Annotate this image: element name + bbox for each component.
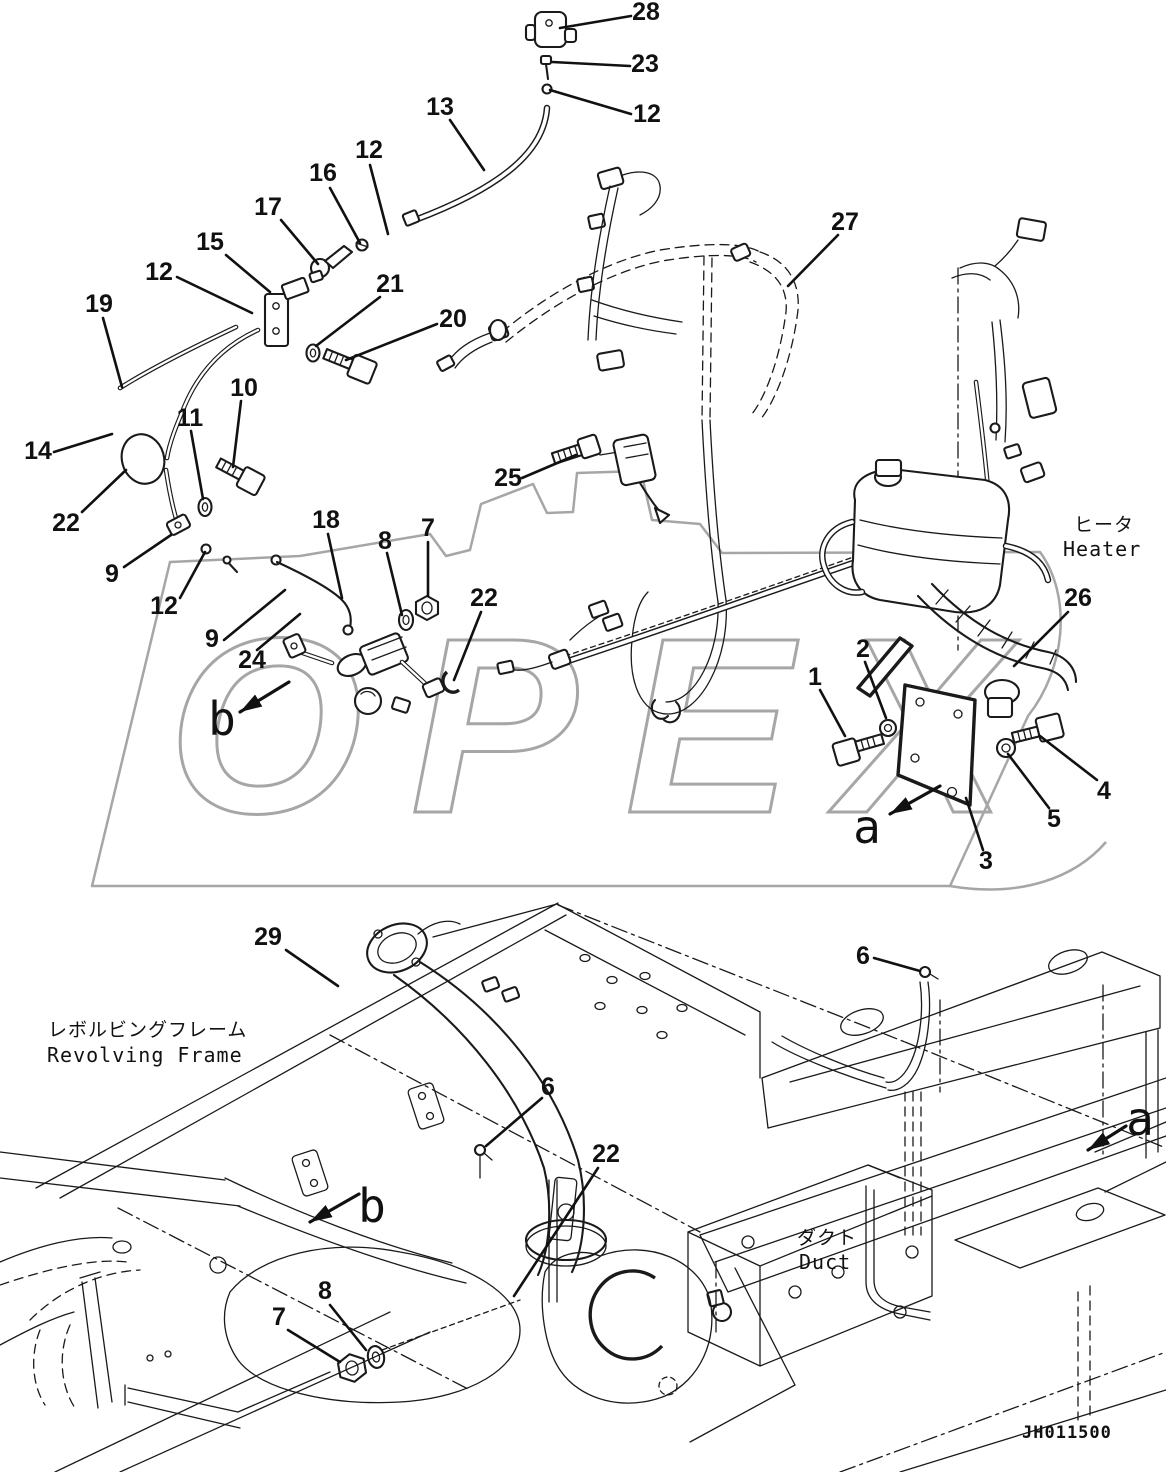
callout-26: 26 [1064, 584, 1092, 612]
callout-18: 18 [312, 506, 340, 534]
leader-lines [52, 14, 1099, 1364]
revolving-frame-label-jp: レボルビングフレーム [48, 1019, 247, 1041]
view-a-label-top: a [853, 800, 881, 854]
bracket-3-assembly [831, 636, 1065, 807]
callout-22-1: 22 [52, 509, 80, 537]
callout-29: 29 [254, 923, 282, 951]
callout-22-3: 22 [592, 1140, 620, 1168]
heater-unit [819, 458, 1078, 719]
callout-8-2: 8 [318, 1277, 332, 1305]
view-b-label-top: b [208, 692, 236, 746]
callout-20: 20 [439, 305, 467, 333]
duct-label-jp: ダクト [797, 1227, 857, 1249]
callout-3: 3 [979, 847, 993, 875]
clip-6-right [771, 965, 939, 1236]
callout-15: 15 [196, 228, 224, 256]
callout-28: 28 [632, 0, 660, 26]
callout-22-2: 22 [470, 584, 498, 612]
heater-label-en: Heater [1063, 537, 1141, 561]
switch-18-24-group [270, 554, 461, 716]
view-b-arrow-bottom [308, 1192, 361, 1224]
opex-watermark: OPEX [90, 469, 1107, 891]
duct-box [658, 1164, 1166, 1443]
callout-16: 16 [309, 159, 337, 187]
callout-13: 13 [426, 93, 454, 121]
view-a-arrow [888, 784, 942, 816]
view-b-label-bottom: b [358, 1179, 386, 1233]
frame-corner-left [0, 1082, 445, 1472]
duct-29 [366, 920, 713, 1404]
callout-12-4: 12 [150, 592, 178, 620]
callout-12-2: 12 [355, 136, 383, 164]
callout-23: 23 [631, 50, 659, 78]
harness-27-group [436, 166, 799, 724]
drawing-number: JH011500 [1022, 1423, 1112, 1443]
callout-7-2: 7 [272, 1303, 286, 1331]
watermark-text: OPEX [168, 586, 1055, 865]
callout-5: 5 [1047, 805, 1061, 833]
heater-label-jp: ヒータ [1074, 514, 1134, 536]
view-b-arrow [238, 680, 291, 714]
hose-13-group [401, 10, 578, 227]
callout-14: 14 [24, 437, 52, 465]
callout-4: 4 [1097, 777, 1111, 805]
revolving-frame [0, 902, 1166, 1472]
callout-19: 19 [85, 290, 113, 318]
callout-27: 27 [831, 208, 859, 236]
revolving-frame-label-en: Revolving Frame [47, 1043, 243, 1067]
view-arrows [238, 680, 1128, 1224]
duct-label-en: Duct [799, 1250, 851, 1274]
hose-14-group [120, 327, 266, 574]
detail-blob-7-8 [223, 1246, 521, 1404]
callout-2: 2 [856, 635, 870, 663]
callout-6-1: 6 [856, 942, 870, 970]
callout-9-2: 9 [205, 625, 219, 653]
text-annotations: a b b a ヒータ Heater レボルビングフレーム Revolving … [47, 514, 1154, 1443]
callout-12-3: 12 [145, 258, 173, 286]
callout-1: 1 [808, 663, 822, 691]
callout-17: 17 [254, 193, 282, 221]
callout-24: 24 [238, 646, 266, 674]
view-a-label-bottom: a [1126, 1092, 1154, 1146]
callout-7-1: 7 [421, 514, 435, 542]
view-a-arrow-bottom [1086, 1124, 1128, 1152]
callout-11: 11 [177, 404, 204, 432]
callout-8-1: 8 [378, 527, 392, 555]
callout-9-1: 9 [105, 560, 119, 588]
callout-10: 10 [230, 374, 258, 402]
sensor-25-group [550, 433, 671, 525]
callout-21: 21 [376, 270, 404, 298]
heater-harness-right [951, 217, 1058, 651]
callout-labels: 28 23 12 13 12 16 17 15 12 19 21 20 10 1… [24, 0, 1111, 1331]
callout-25: 25 [494, 464, 522, 492]
callout-12-1: 12 [633, 100, 661, 128]
callout-6-2: 6 [541, 1073, 555, 1101]
